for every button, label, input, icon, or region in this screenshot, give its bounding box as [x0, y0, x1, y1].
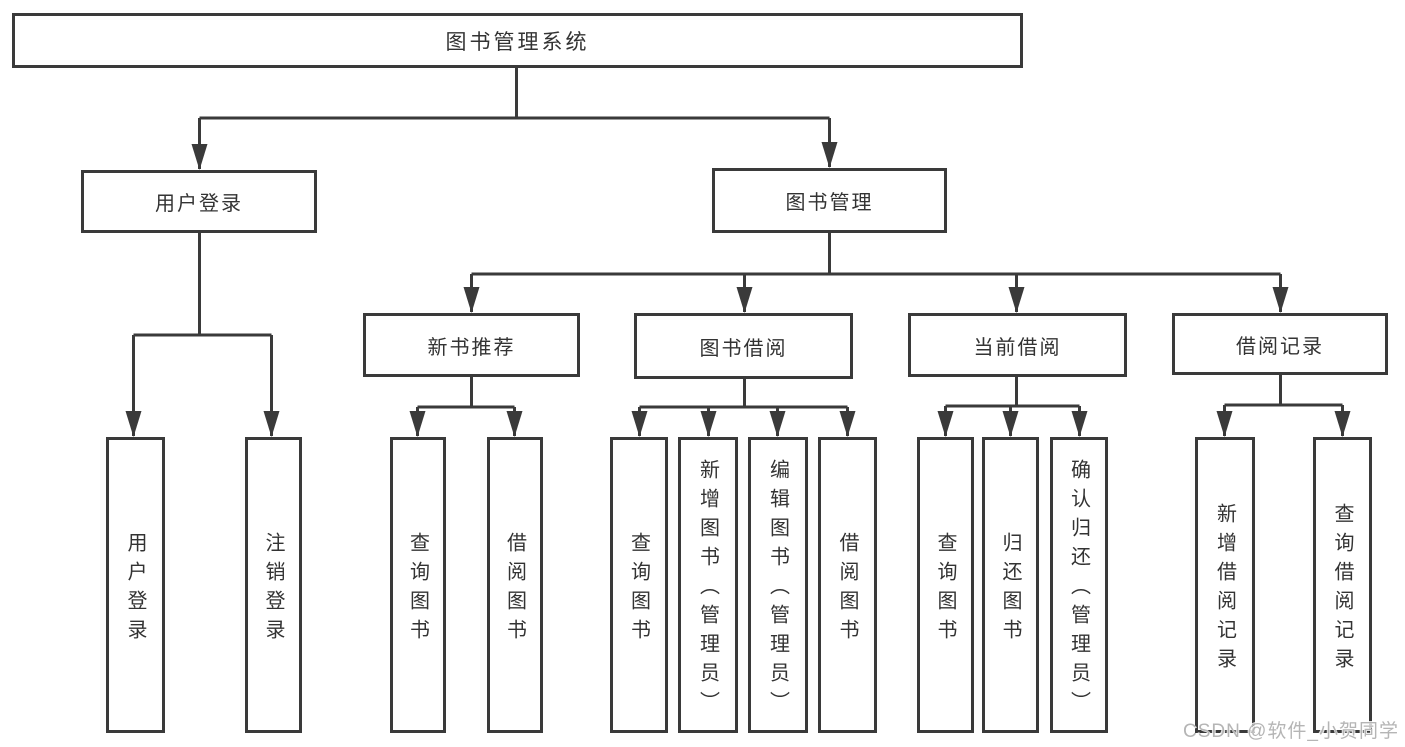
node-label: 确认归还（管理员）: [1067, 459, 1090, 720]
leaf-borrow-borrow-books: 借阅图书: [818, 437, 877, 733]
node-book-borrowing: 图书借阅: [634, 313, 853, 379]
node-current-borrowing: 当前借阅: [908, 313, 1127, 377]
node-label: 查询图书: [627, 531, 650, 648]
leaf-borrow-query-books: 查询图书: [610, 437, 668, 733]
node-label: 新增借阅记录: [1213, 502, 1236, 677]
node-label: 当前借阅: [973, 336, 1062, 359]
node-label: 用户登录: [155, 193, 243, 215]
node-label: 注销登录: [262, 531, 284, 648]
node-label: 借阅图书: [836, 531, 858, 648]
node-system-root: 图书管理系统: [12, 13, 1023, 68]
node-new-book-recommend: 新书推荐: [363, 313, 580, 377]
leaf-logout: 注销登录: [245, 437, 302, 733]
leaf-current-return-books: 归还图书: [982, 437, 1039, 733]
leaf-current-query-books: 查询图书: [917, 437, 974, 733]
node-label: 图书管理: [785, 192, 874, 214]
node-user-login: 用户登录: [81, 170, 317, 233]
node-label: 图书借阅: [699, 337, 788, 360]
node-label: 用户登录: [124, 531, 146, 648]
node-label: 编辑图书（管理员）: [766, 459, 789, 720]
node-label: 新书推荐: [427, 336, 516, 359]
node-label: 查询图书: [934, 531, 956, 648]
leaf-borrow-edit-books-admin: 编辑图书（管理员）: [748, 437, 808, 733]
leaf-records-query-borrow-record: 查询借阅记录: [1313, 437, 1372, 733]
leaf-newbook-borrow-books: 借阅图书: [487, 437, 543, 733]
leaf-borrow-add-books-admin: 新增图书（管理员）: [678, 437, 738, 733]
node-label: 图书管理系统: [445, 30, 590, 54]
leaf-records-add-borrow-record: 新增借阅记录: [1195, 437, 1255, 733]
leaf-current-confirm-return-admin: 确认归还（管理员）: [1050, 437, 1108, 733]
node-label: 归还图书: [999, 531, 1021, 648]
leaf-user-login: 用户登录: [106, 437, 165, 733]
node-label: 查询借阅记录: [1331, 502, 1353, 677]
node-label: 新增图书（管理员）: [696, 459, 719, 720]
csdn-watermark: CSDN @软件_小贺同学: [1183, 721, 1399, 742]
node-label: 查询图书: [406, 531, 429, 648]
node-label: 借阅记录: [1236, 335, 1324, 358]
node-label: 借阅图书: [503, 531, 526, 648]
node-book-management: 图书管理: [712, 168, 947, 233]
leaf-newbook-query-books: 查询图书: [390, 437, 446, 733]
node-borrow-records: 借阅记录: [1172, 313, 1388, 375]
